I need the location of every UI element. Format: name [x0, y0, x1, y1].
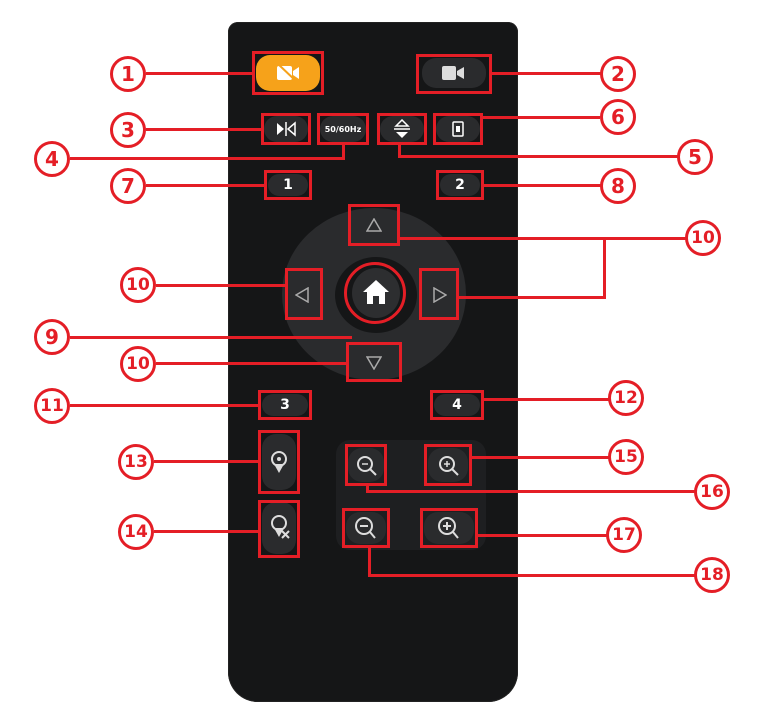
- highlight-10-down: [346, 342, 402, 382]
- badge-6: 6: [600, 99, 636, 135]
- connector-16b: [366, 490, 696, 493]
- connector-9: [70, 336, 352, 339]
- highlight-5: [377, 113, 427, 145]
- connector-10c: [458, 296, 606, 299]
- highlight-2: [416, 54, 492, 94]
- magnifier-minus-small-icon: [357, 456, 377, 476]
- connector-10a: [398, 237, 688, 240]
- badge-10-top: 10: [685, 220, 721, 256]
- badge-9: 9: [34, 319, 70, 355]
- badge-18: 18: [694, 557, 730, 593]
- connector-15: [472, 456, 610, 459]
- up-arrow-icon: [366, 218, 382, 232]
- badge-11: 11: [34, 388, 70, 424]
- connector-17: [478, 534, 608, 537]
- magnifier-minus-icon: [355, 517, 376, 539]
- connector-5a: [398, 143, 401, 157]
- highlight-14: [258, 500, 300, 558]
- highlight-18: [342, 508, 390, 548]
- connector-7: [146, 184, 266, 187]
- flip-icon: [394, 119, 410, 138]
- mirror-icon: [277, 121, 296, 137]
- preset-2-button[interactable]: 2: [440, 174, 480, 196]
- rotate-icon: [452, 121, 464, 137]
- highlight-10-right: [419, 268, 459, 320]
- magnifier-plus-small-icon: [439, 456, 459, 476]
- badge-2: 2: [600, 56, 636, 92]
- connector-4a: [342, 143, 345, 159]
- locate-button[interactable]: [262, 434, 296, 490]
- highlight-16: [345, 444, 387, 486]
- preset-1-button[interactable]: 1: [268, 174, 308, 196]
- zoom-in-small-button[interactable]: [428, 448, 468, 482]
- map-pin-cancel-icon: [271, 515, 290, 539]
- preset-4-button[interactable]: 4: [434, 394, 480, 416]
- badge-13: 13: [118, 444, 154, 480]
- map-pin-icon: [271, 451, 287, 473]
- connector-2: [492, 72, 602, 75]
- highlight-11: [258, 390, 312, 420]
- hz-button[interactable]: 50/60Hz: [320, 116, 366, 142]
- highlight-7: [264, 170, 312, 200]
- connector-13: [154, 460, 260, 463]
- highlight-10-left: [285, 268, 323, 320]
- highlight-12: [430, 390, 484, 420]
- connector-5b: [398, 155, 680, 158]
- highlight-3: [261, 113, 311, 145]
- connector-10e: [156, 362, 348, 365]
- badge-10-left: 10: [120, 267, 156, 303]
- connector-3: [146, 128, 262, 131]
- connector-14: [154, 530, 260, 533]
- connector-1: [146, 72, 254, 75]
- badge-16: 16: [694, 474, 730, 510]
- connector-16a: [366, 484, 369, 492]
- highlight-9: [344, 262, 406, 324]
- connector-11: [70, 404, 260, 407]
- highlight-8: [436, 170, 484, 200]
- badge-7: 7: [110, 168, 146, 204]
- connector-12: [484, 398, 610, 401]
- connector-4b: [70, 157, 345, 160]
- badge-15: 15: [608, 439, 644, 475]
- connector-18b: [368, 574, 696, 577]
- highlight-15: [424, 444, 472, 486]
- connector-8: [484, 184, 602, 187]
- zoom-out-small-button[interactable]: [348, 448, 384, 482]
- camera-off-icon: [277, 63, 299, 83]
- connector-6: [482, 116, 600, 119]
- badge-1: 1: [110, 56, 146, 92]
- highlight-4: [317, 113, 369, 145]
- highlight-6: [433, 113, 483, 145]
- connector-10b: [603, 237, 606, 299]
- highlight-1: [252, 51, 324, 95]
- connector-18a: [368, 548, 371, 576]
- highlight-13: [258, 430, 300, 494]
- video-camera-icon: [442, 66, 464, 80]
- badge-14: 14: [118, 514, 154, 550]
- left-arrow-icon: [295, 287, 309, 303]
- badge-4: 4: [34, 141, 70, 177]
- right-arrow-icon: [433, 287, 447, 303]
- badge-5: 5: [677, 139, 713, 175]
- badge-12: 12: [608, 380, 644, 416]
- connector-10d: [156, 284, 286, 287]
- highlight-17: [420, 508, 478, 548]
- magnifier-plus-icon: [438, 517, 459, 539]
- badge-17: 17: [606, 517, 642, 553]
- badge-3: 3: [110, 112, 146, 148]
- highlight-10-up: [348, 204, 400, 246]
- preset-3-button[interactable]: 3: [262, 394, 308, 416]
- down-arrow-icon: [366, 356, 382, 370]
- badge-10-bottom: 10: [120, 346, 156, 382]
- badge-8: 8: [600, 168, 636, 204]
